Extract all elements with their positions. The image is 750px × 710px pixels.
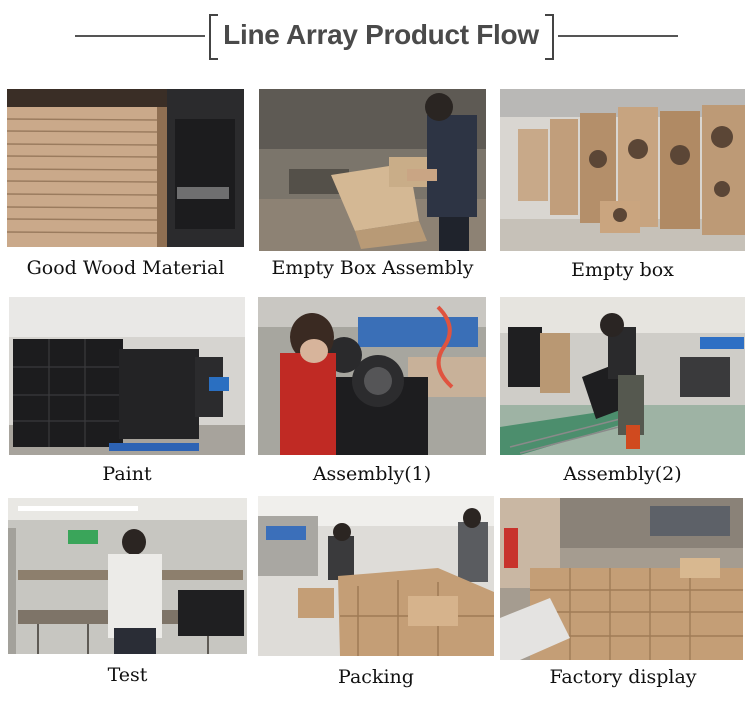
step-card-4: Paint [9,297,245,487]
step-label: Good Wood Material [26,257,225,279]
step-label: Test [107,664,148,686]
header-rule-left [75,35,205,37]
step-card-2: Empty Box Assembly [259,89,486,281]
line-assembly-photo [500,297,745,455]
page-header: Line Array Product Flow [0,0,750,80]
packing-photo [258,496,494,656]
empty-boxes-photo [500,89,745,251]
step-label: Assembly(1) [312,463,432,485]
painted-cabinets-photo [9,297,245,455]
title-bracket-right [545,14,554,60]
page-title: Line Array Product Flow [223,19,539,50]
step-label: Assembly(2) [563,463,682,485]
step-card-6: Assembly(2) [500,297,745,487]
step-card-9: Factory display [500,498,746,692]
step-card-5: Assembly(1) [258,297,486,487]
step-card-3: Empty box [500,89,745,281]
step-label: Packing [338,666,414,688]
box-assembly-photo [259,89,486,251]
step-card-7: Test [8,498,247,692]
step-label: Paint [102,463,152,485]
step-card-1: Good Wood Material [7,89,244,281]
header-rule-right [558,35,678,37]
plywood-stack-photo [7,89,244,247]
factory-display-photo [500,498,743,660]
testing-photo [8,498,247,654]
driver-assembly-photo [258,297,486,455]
step-card-8: Packing [258,496,494,692]
step-label: Empty Box Assembly [271,257,474,279]
step-label: Empty box [571,259,674,281]
step-label: Factory display [549,666,697,688]
title-bracket-left [209,14,218,60]
